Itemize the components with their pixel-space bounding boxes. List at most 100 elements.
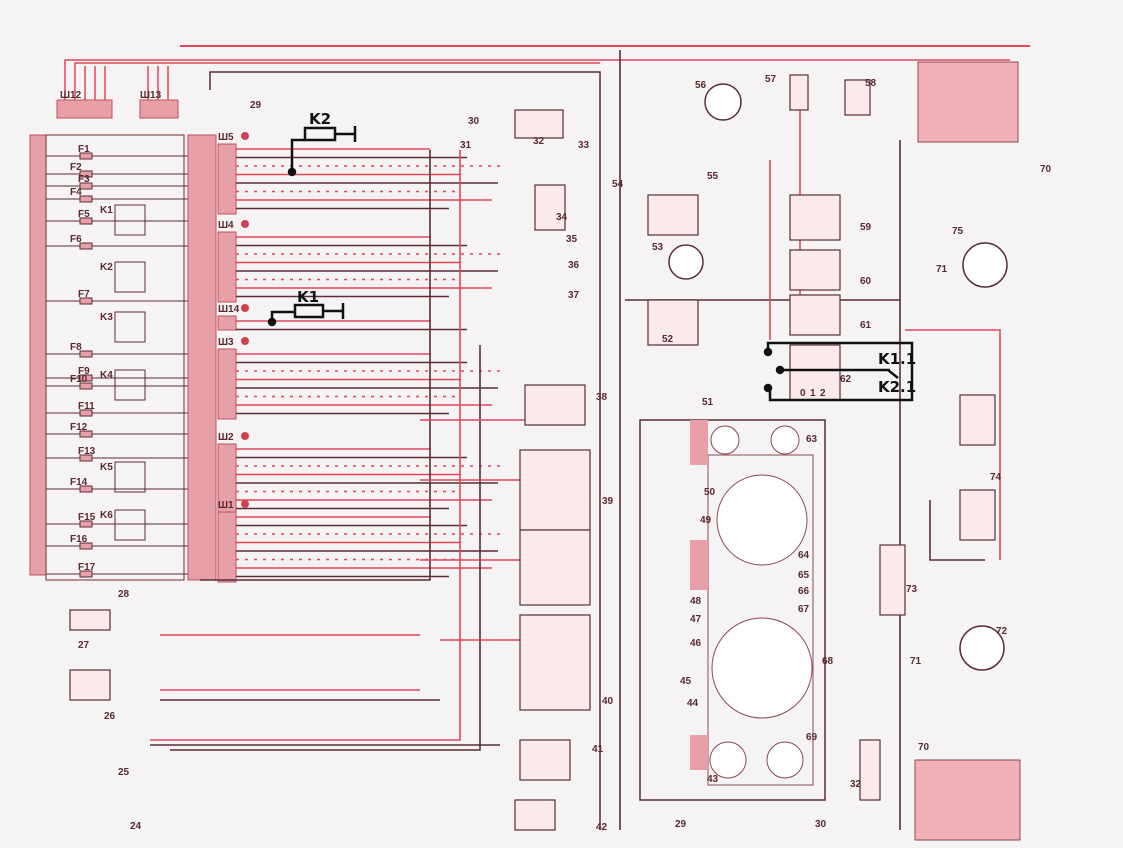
component-number-52: 52	[662, 334, 674, 345]
component-number-34: 34	[556, 212, 568, 223]
component-number-33: 33	[578, 140, 590, 151]
fuse-label: F5	[78, 209, 90, 220]
component-number-63: 63	[806, 434, 818, 445]
component-number-29: 29	[675, 819, 687, 830]
component-box	[647, 299, 699, 346]
component-number-70: 70	[1040, 164, 1052, 175]
component-number-72: 72	[996, 626, 1008, 637]
relay-label: K5	[100, 462, 113, 473]
component-box	[524, 384, 586, 426]
component-number-74: 74	[990, 472, 1002, 483]
component-number-35: 35	[566, 234, 578, 245]
component-number-59: 59	[860, 222, 872, 233]
connector-label: Ш3	[218, 337, 234, 348]
component-number-29: 29	[250, 100, 262, 111]
component-box	[514, 799, 556, 831]
fuse-label: F2	[70, 162, 82, 173]
component-number-37: 37	[568, 290, 580, 301]
relay-label: K6	[100, 510, 113, 521]
component-number-64: 64	[798, 550, 810, 561]
component-number-75: 75	[952, 226, 964, 237]
switch-position-label: 2	[820, 388, 826, 399]
handwritten-k1-1: K1.1	[878, 350, 916, 368]
component-number-31: 31	[460, 140, 472, 151]
component-number-60: 60	[860, 276, 872, 287]
fuse-relay-block: F1F2F3F4F5F6F7F8F9F10F11F12F13F14F15F16F…	[29, 134, 217, 581]
relay-label: K3	[100, 312, 113, 323]
component-number-73: 73	[906, 584, 918, 595]
connector-label: Ш4	[218, 220, 234, 231]
component-box	[959, 489, 996, 541]
component-box	[789, 249, 841, 291]
component-number-70: 70	[918, 742, 930, 753]
component-box	[534, 184, 566, 231]
component-number-30: 30	[468, 116, 480, 127]
wiper-motor-75	[962, 242, 1008, 288]
connector-label: Ш2	[218, 432, 234, 443]
fuse-label: F10	[70, 374, 88, 385]
component-number-55: 55	[707, 171, 719, 182]
relay-label: K2	[100, 262, 113, 273]
component-number-27: 27	[78, 640, 90, 651]
component-box	[859, 739, 881, 801]
component-box	[789, 294, 841, 336]
component-box	[519, 614, 591, 711]
component-number-39: 39	[602, 496, 614, 507]
component-number-57: 57	[765, 74, 777, 85]
component-box	[519, 449, 591, 531]
component-box	[844, 79, 871, 116]
component-number-45: 45	[680, 676, 692, 687]
fuse-label: F12	[70, 422, 88, 433]
rear-lamp-bottom	[914, 759, 1021, 841]
fuse-label: F11	[78, 401, 95, 412]
component-number-61: 61	[860, 320, 872, 331]
component-number-46: 46	[690, 638, 702, 649]
component-box	[959, 394, 996, 446]
component-number-48: 48	[690, 596, 702, 607]
handwritten-additions	[267, 126, 914, 402]
fuel-sender-72	[959, 625, 1005, 671]
component-number-38: 38	[596, 392, 608, 403]
switch-position-label: 1	[810, 388, 816, 399]
component-number-30: 30	[815, 819, 827, 830]
fuse-label: F3	[78, 174, 90, 185]
rear-lamp-top	[917, 61, 1019, 143]
component-number-62: 62	[840, 374, 852, 385]
component-number-50: 50	[704, 487, 716, 498]
fuse-label: F1	[78, 144, 90, 155]
component-number-36: 36	[568, 260, 580, 271]
component-number-68: 68	[822, 656, 834, 667]
component-box	[519, 739, 571, 781]
switch-position-label: 0	[800, 388, 806, 399]
handwritten-k2-1: K2.1	[878, 378, 916, 396]
component-box	[69, 669, 111, 701]
component-number-40: 40	[602, 696, 614, 707]
component-box	[879, 544, 906, 616]
component-number-47: 47	[690, 614, 702, 625]
fuse-label: F6	[70, 234, 82, 245]
clock-53	[668, 244, 704, 280]
component-number-43: 43	[707, 774, 719, 785]
component-number-32: 32	[533, 136, 545, 147]
component-box	[69, 609, 111, 631]
fan-motor-56	[704, 83, 742, 121]
connector-label: Ш1	[218, 500, 234, 511]
fuse-label: F7	[78, 289, 90, 300]
component-number-71: 71	[910, 656, 922, 667]
instrument-cluster	[639, 419, 826, 801]
component-boxes	[69, 74, 996, 831]
fuse-label: F9	[78, 366, 90, 377]
component-box	[789, 344, 841, 401]
fuse-label: F17	[78, 562, 96, 573]
component-number-24: 24	[130, 821, 142, 832]
component-number-69: 69	[806, 732, 818, 743]
fuse-label: F4	[70, 187, 82, 198]
component-number-56: 56	[695, 80, 707, 91]
connector-label: Ш5	[218, 132, 234, 143]
handwritten-k2: K2	[309, 110, 331, 128]
component-number-58: 58	[865, 78, 877, 89]
fuse-label: F13	[78, 446, 96, 457]
component-number-66: 66	[798, 586, 810, 597]
